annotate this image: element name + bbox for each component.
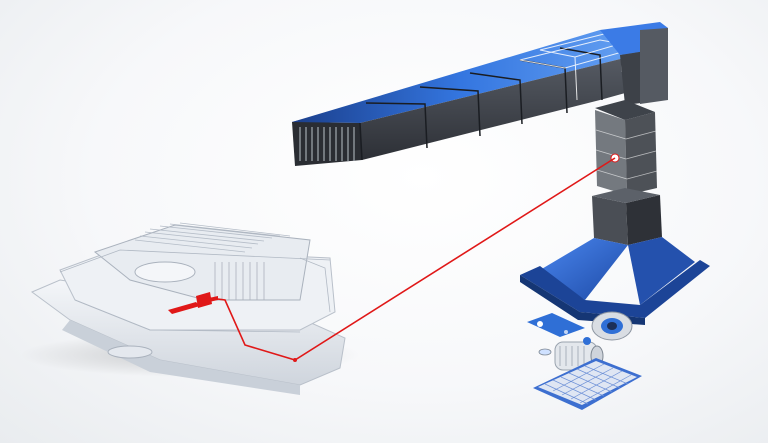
ventilation-duct bbox=[292, 22, 668, 245]
ship-model bbox=[20, 222, 360, 395]
ship-roof-slats bbox=[134, 222, 291, 253]
highlighted-room bbox=[168, 292, 218, 314]
highlight-line bbox=[209, 157, 616, 361]
duct-side-face bbox=[360, 48, 665, 160]
ship-louvers bbox=[214, 262, 265, 300]
duct-top-face-main bbox=[292, 28, 668, 123]
ship-lifeboat bbox=[107, 345, 153, 359]
duct-vertical-section bbox=[595, 100, 658, 195]
duct-outlet-frame bbox=[292, 122, 362, 166]
ship-railing bbox=[59, 249, 331, 333]
filter-grille bbox=[533, 358, 642, 410]
duct-elbow-front bbox=[640, 28, 668, 104]
hood-flange bbox=[520, 260, 710, 318]
ship-hull-side bbox=[62, 320, 300, 395]
exhaust-fan-unit bbox=[527, 311, 642, 410]
ship-deck-dome bbox=[134, 261, 196, 283]
hood-rim bbox=[520, 275, 645, 325]
duct-outlet-grille bbox=[299, 127, 355, 161]
hood-top-right bbox=[628, 237, 695, 305]
exhaust-hood bbox=[520, 237, 710, 325]
duct-collar-top bbox=[592, 188, 660, 203]
mounting-plate bbox=[527, 313, 585, 337]
duct-collar-right bbox=[626, 195, 662, 245]
duct-collar-left bbox=[592, 196, 628, 245]
blower-housing bbox=[591, 311, 633, 341]
